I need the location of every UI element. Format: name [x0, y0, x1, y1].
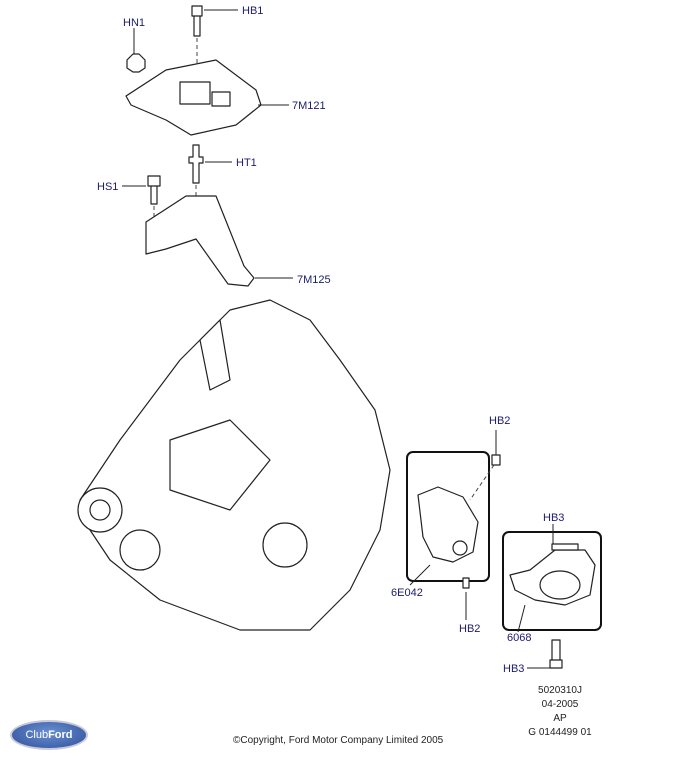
label-hb2-top: HB2 [489, 415, 510, 427]
label-hb3-bottom: HB3 [503, 663, 524, 675]
label-hb3-top: HB3 [543, 512, 564, 524]
label-hb2-bottom: HB2 [459, 623, 480, 635]
mount-6068 [502, 524, 602, 669]
label-6e042: 6E042 [391, 587, 423, 599]
logo-prefix: Club [25, 729, 49, 741]
reference-code: 5020310J [538, 685, 582, 696]
nut-hn1 [126, 28, 146, 73]
reference-graphic-id: G 0144499 01 [528, 727, 592, 738]
label-6068: 6068 [507, 632, 531, 644]
clubford-logo: ClubFord [10, 720, 88, 750]
logo-brand: Ford [48, 729, 73, 741]
label-hn1: HN1 [123, 17, 145, 29]
bracket-6e042 [406, 430, 501, 620]
label-hb1: HB1 [242, 5, 263, 17]
copyright-text: ©Copyright, Ford Motor Company Limited 2… [233, 735, 444, 746]
reference-region: AP [553, 713, 567, 724]
label-hs1: HS1 [97, 181, 118, 193]
label-7m121: 7M121 [292, 100, 326, 112]
reference-date: 04-2005 [542, 699, 579, 710]
transmission-housing [77, 299, 391, 631]
label-ht1: HT1 [236, 157, 257, 169]
label-7m125: 7M125 [297, 274, 331, 286]
mount-7m121 [125, 59, 289, 136]
stud-ht1 [188, 144, 232, 200]
bracket-7m125 [145, 195, 293, 287]
bolt-hs1 [122, 175, 161, 222]
